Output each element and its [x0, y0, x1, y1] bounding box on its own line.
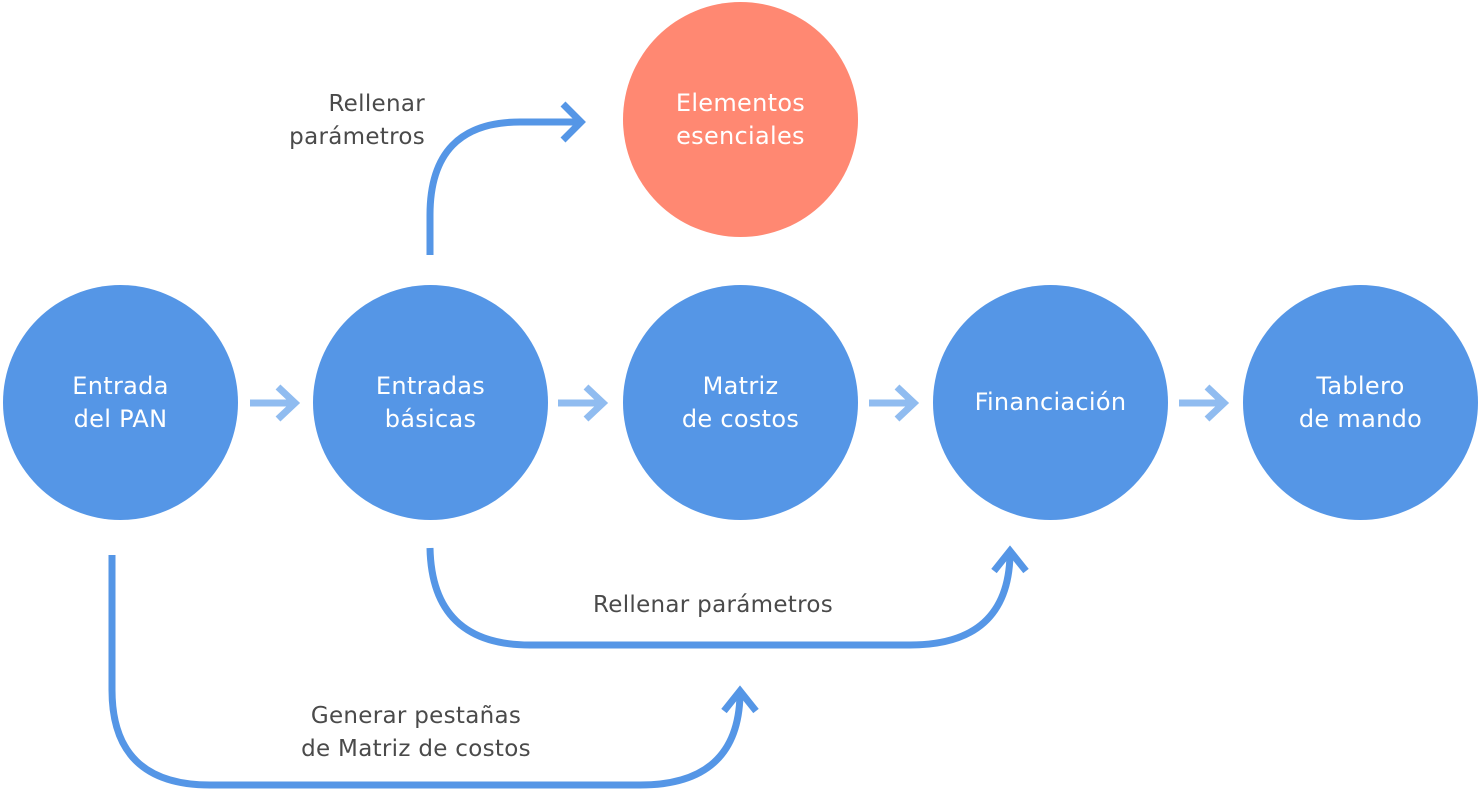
node-label-line: básicas — [384, 404, 477, 433]
node-entradas-basicas: Entradas básicas — [313, 285, 548, 520]
link-label-line: Rellenar parámetros — [593, 592, 833, 618]
link-label-line: Generar pestañas — [310, 703, 522, 729]
link-label-line: Rellenar — [328, 91, 425, 117]
flow-arrow-1 — [250, 384, 301, 422]
flow-arrow-4 — [1179, 384, 1230, 422]
node-label-line: Tablero — [1316, 371, 1405, 400]
node-label-line: del PAN — [73, 404, 168, 433]
arrow-right-icon — [250, 384, 301, 422]
link-basicas-to-financiacion — [426, 547, 1014, 649]
flow-arrow-2 — [558, 384, 609, 422]
node-entrada-del-pan: Entrada del PAN — [3, 285, 238, 520]
link-label-line: parámetros — [289, 124, 425, 150]
node-label-line: Financiación — [974, 388, 1127, 416]
node-label-line: Entrada — [72, 371, 169, 400]
link-pan-to-matriz — [108, 555, 744, 789]
node-elementos-esenciales: Elementos esenciales — [623, 2, 858, 237]
node-label-line: esenciales — [676, 121, 805, 150]
node-label-line: de mando — [1298, 404, 1423, 433]
arrowhead-icon — [721, 685, 759, 714]
node-label-line: de costos — [681, 404, 800, 433]
node-matriz-de-costos: Matriz de costos — [623, 285, 858, 520]
flow-arrow-3 — [869, 384, 920, 422]
node-label-line: Matriz — [702, 371, 779, 400]
link-label-generar-pestanas: Generar pestañas de Matriz de costos — [266, 700, 566, 766]
arrow-right-icon — [1179, 384, 1230, 422]
arrow-right-icon — [558, 384, 609, 422]
arrowhead-icon — [560, 101, 586, 143]
link-label-line: de Matriz de costos — [301, 736, 531, 762]
arrowhead-icon — [991, 545, 1029, 574]
node-label-line: Elementos — [675, 88, 806, 117]
node-financiacion: Financiación — [933, 285, 1168, 520]
node-label-line: Entradas — [375, 371, 486, 400]
node-tablero-de-mando: Tablero de mando — [1243, 285, 1478, 520]
link-basicas-to-esenciales — [426, 118, 578, 255]
link-label-rellenar-parametros-bottom: Rellenar parámetros — [593, 589, 833, 622]
link-label-rellenar-parametros-top: Rellenar parámetros — [289, 88, 425, 154]
arrow-right-icon — [869, 384, 920, 422]
